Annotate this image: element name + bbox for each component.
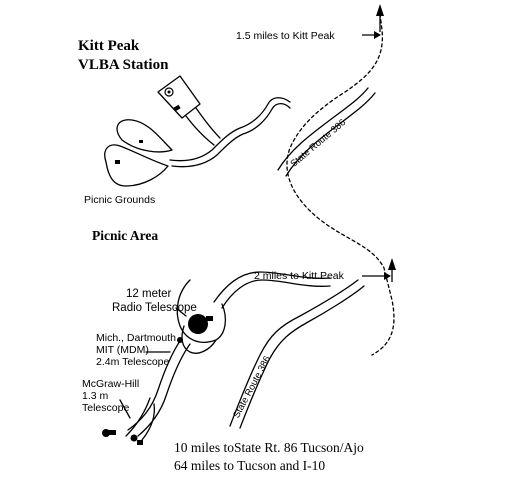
direction-top: 1.5 miles to Kitt Peak xyxy=(236,30,335,42)
mcgraw-label-2: 1.3 m xyxy=(82,390,109,402)
title-line2: VLBA Station xyxy=(78,57,169,73)
direction-arrow-icon xyxy=(362,258,396,282)
state-route-lower xyxy=(229,279,359,427)
access-road-upper xyxy=(169,97,291,162)
mdm-label-2: MIT (MDM) xyxy=(96,344,149,356)
telescope-dome-icon xyxy=(130,434,143,445)
mcgraw-label-1: McGraw-Hill xyxy=(82,378,140,390)
picnic-loop-lower xyxy=(104,144,169,187)
leader-radio xyxy=(175,307,187,317)
direction-middle: 2 miles to Kitt Peak xyxy=(254,270,344,282)
radio-telescope-road xyxy=(176,279,227,343)
north-arrow-icon xyxy=(376,4,384,32)
title-line1: Kitt Peak xyxy=(78,38,140,54)
mdm-label-3: 2.4m Telescope xyxy=(96,356,170,368)
vlba-station-pad xyxy=(157,75,201,119)
direction-bottom-2: 64 miles to Tucson and I-10 xyxy=(174,458,326,473)
direction-bottom-1: 10 miles toState Rt. 86 Tucson/Ajo xyxy=(174,440,364,455)
access-road-lower xyxy=(213,271,331,303)
telescope-dome-icon xyxy=(102,429,116,437)
picnic-grounds-label: Picnic Grounds xyxy=(84,194,156,206)
building-icon xyxy=(173,104,181,112)
mcgraw-label-3: Telescope xyxy=(82,402,130,414)
radio-telescope-label-1: 12 meter xyxy=(126,288,172,300)
mdm-label-1: Mich., Dartmouth xyxy=(96,332,176,344)
radio-dish-icon xyxy=(164,87,174,97)
state-route-upper xyxy=(277,87,369,171)
direction-arrow-icon xyxy=(362,31,381,39)
radio-telescope-label-2: Radio Telescope xyxy=(112,302,197,314)
radio-dish-icon xyxy=(188,314,213,334)
picnic-area-label: Picnic Area xyxy=(92,228,159,243)
leader-mcgraw xyxy=(119,399,131,419)
building-icon xyxy=(139,140,143,143)
dashed-trail xyxy=(286,13,395,356)
telescope-dome-icon xyxy=(177,337,183,343)
building-icon xyxy=(115,160,120,164)
picnic-loop-upper xyxy=(116,119,173,153)
